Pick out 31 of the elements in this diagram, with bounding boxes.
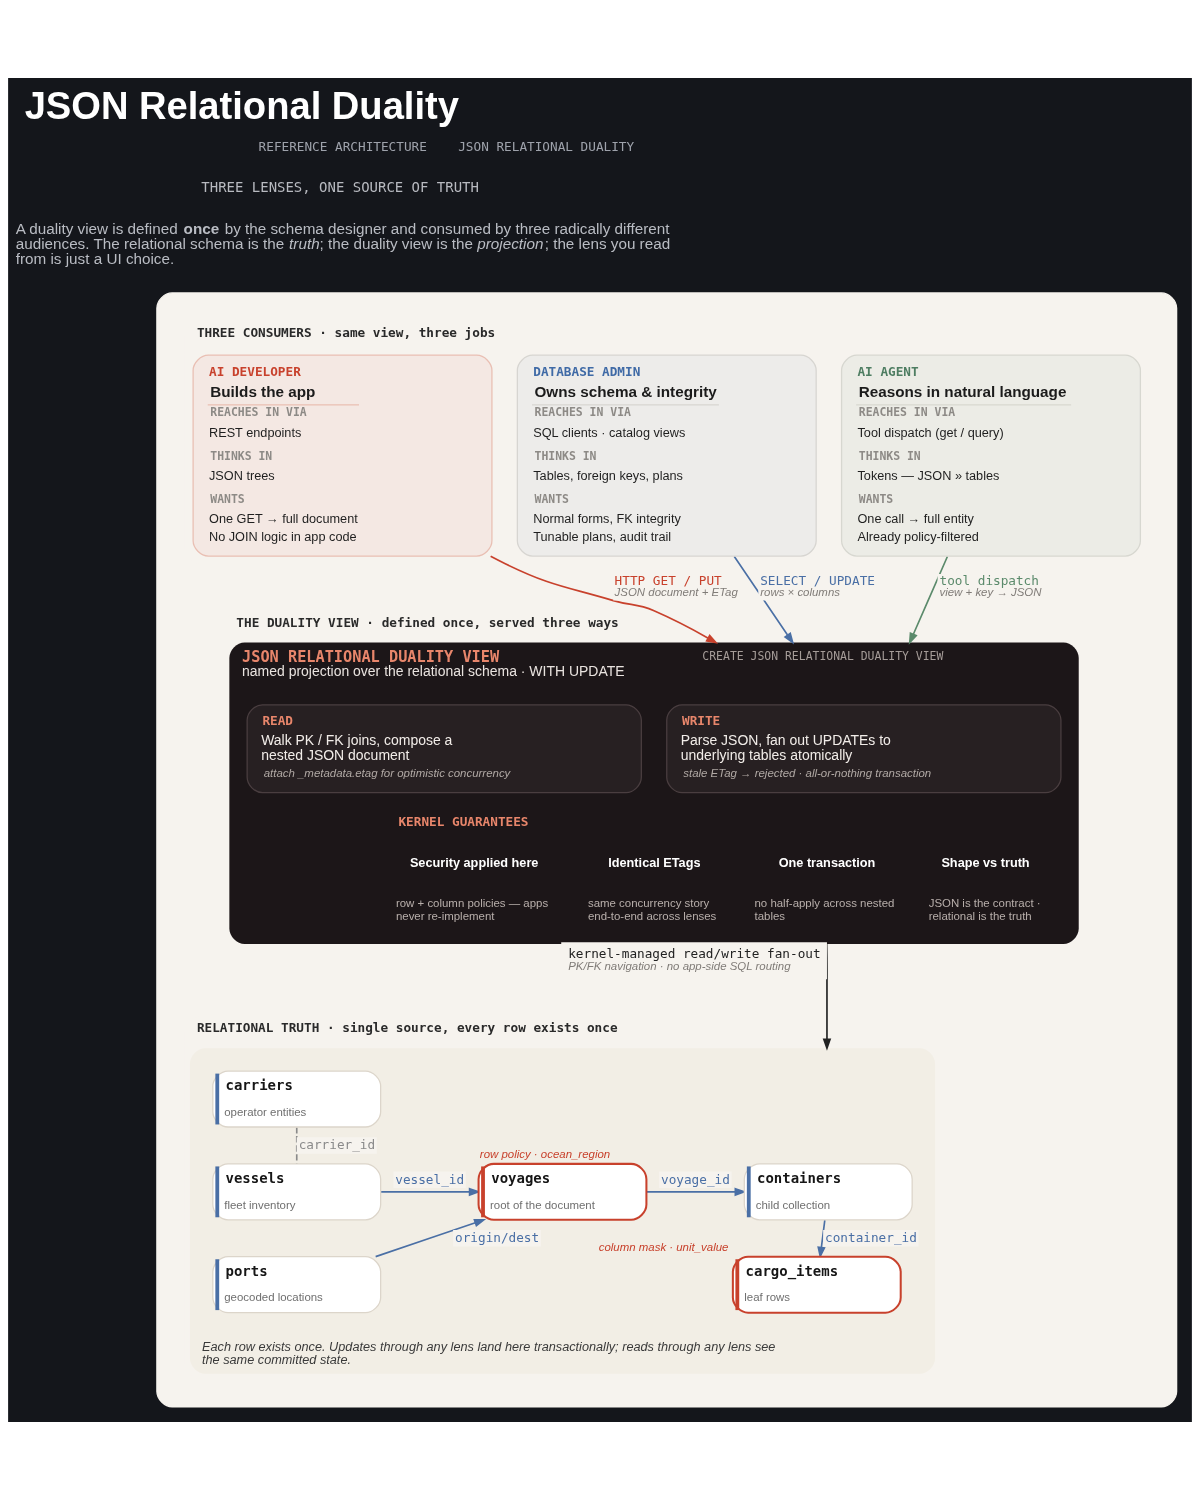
label: no half-apply across nested tables <box>754 897 895 922</box>
label: rows × columns <box>760 586 840 599</box>
label: JSON document + ETag <box>614 586 738 599</box>
label: JSON RELATIONAL DUALITY <box>458 139 635 155</box>
node-label: column mask · unit_value <box>598 1240 729 1253</box>
label: Security applied here <box>409 854 539 870</box>
node-label: RELATIONAL TRUTH · single source, every row exists once <box>196 1020 618 1036</box>
edge-label: kernel-managed read/write fan-out <box>568 946 821 962</box>
edge-label: tool dispatch <box>939 572 1039 588</box>
edge-label: SELECT / UPDATE <box>760 572 875 588</box>
label: JSON is the contract · relational is the truth <box>928 897 1041 922</box>
node-label: row policy · ocean_region <box>479 1147 611 1160</box>
label: row + column policies — apps never re-implement <box>395 897 549 922</box>
edge-label: carrier_id <box>298 1137 376 1153</box>
edge-label: container_id <box>825 1230 917 1246</box>
node-label: THE DUALITY VIEW · defined once, served three ways <box>236 614 619 630</box>
edge-label: voyage_id <box>661 1171 730 1187</box>
edge-label: origin/dest <box>455 1230 540 1246</box>
label: view + key → JSON <box>939 586 1042 599</box>
label: One transaction <box>778 854 876 870</box>
edge-label: vessel_id <box>395 1171 465 1187</box>
label: REFERENCE ARCHITECTURE <box>258 139 427 155</box>
diagram-title: JSON Relational Duality <box>24 84 459 128</box>
label: Shape vs truth <box>941 854 1030 870</box>
label: THREE CONSUMERS · same view, three jobs <box>196 324 496 340</box>
label: KERNEL GUARANTEES <box>398 814 529 830</box>
label: Identical ETags <box>608 854 701 870</box>
label: A duality view is defined once by the schema designer and consumed by three radically different audiences. The relational schema is the truth; the duality view is the projection; the lens you read from is just a UI choice. <box>15 219 671 268</box>
label: THREE LENSES, ONE SOURCE OF TRUTH <box>201 179 479 196</box>
edge-label: HTTP GET / PUT <box>614 572 722 588</box>
label: same concurrency story end-to-end across lenses <box>587 897 717 922</box>
